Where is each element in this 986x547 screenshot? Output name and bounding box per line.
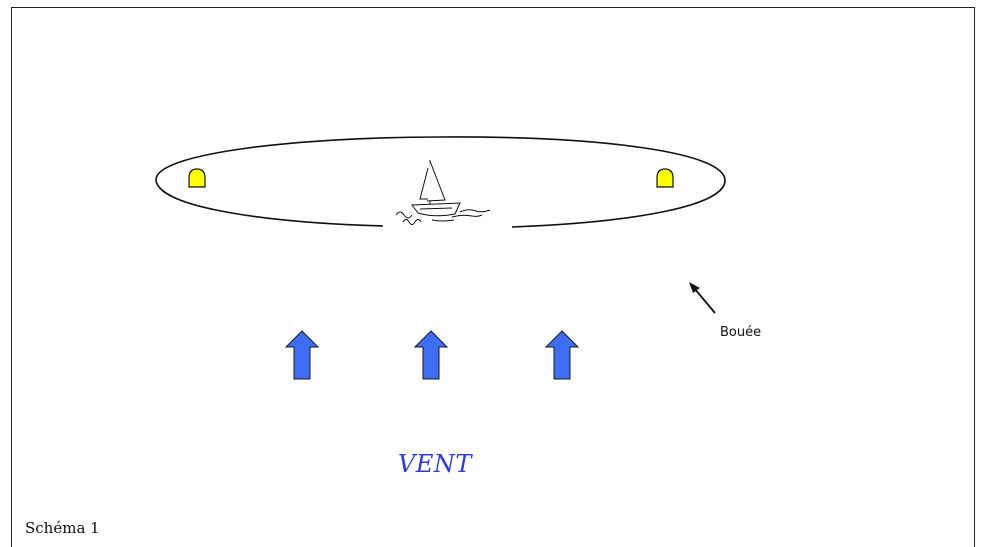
wind-arrow-icon <box>413 330 449 380</box>
buoy-label: Bouée <box>720 325 762 340</box>
buoy-icon <box>188 168 206 188</box>
sailboat-icon <box>395 160 491 225</box>
wind-arrow-icon <box>284 330 320 380</box>
wind-arrow-icon <box>544 330 580 380</box>
course-ellipse <box>155 136 726 228</box>
figure-caption: Schéma 1 <box>25 519 100 537</box>
pointer-arrow-icon <box>689 282 716 314</box>
buoy-icon <box>656 168 674 188</box>
wind-label: VENT <box>398 450 472 478</box>
page-frame <box>11 7 975 547</box>
